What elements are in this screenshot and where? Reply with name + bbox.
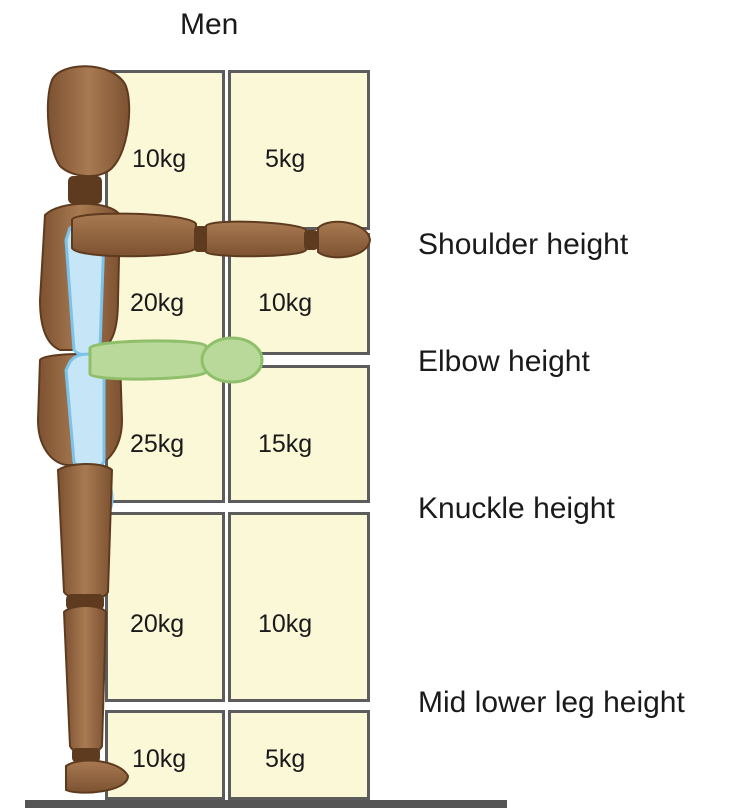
weight-label-elbow-knuckle-right: 15kg <box>258 430 312 459</box>
weight-label-midleg-floor-right: 5kg <box>265 745 305 774</box>
weight-label-knuckle-midleg-right: 10kg <box>258 610 312 639</box>
mannequin-legs <box>58 464 128 793</box>
height-label-shoulder: Shoulder height <box>418 228 628 262</box>
weight-label-elbow-knuckle-left: 25kg <box>130 430 184 459</box>
height-label-knuckle: Knuckle height <box>418 492 615 526</box>
weight-label-shoulder-elbow-right: 10kg <box>258 289 312 318</box>
weight-label-shoulder-above-left: 10kg <box>132 145 186 174</box>
weight-label-shoulder-above-right: 5kg <box>265 145 305 174</box>
mannequin-head <box>48 66 129 176</box>
weight-label-shoulder-elbow-left: 20kg <box>130 289 184 318</box>
weight-label-midleg-floor-left: 10kg <box>132 745 186 774</box>
mannequin-arm-shoulder <box>72 214 370 258</box>
green-highlight-arm <box>90 338 262 382</box>
mannequin-neck <box>68 176 102 204</box>
weight-label-knuckle-midleg-left: 20kg <box>130 610 184 639</box>
height-label-elbow: Elbow height <box>418 345 590 379</box>
height-label-mid-lower-leg: Mid lower leg height <box>418 686 685 720</box>
